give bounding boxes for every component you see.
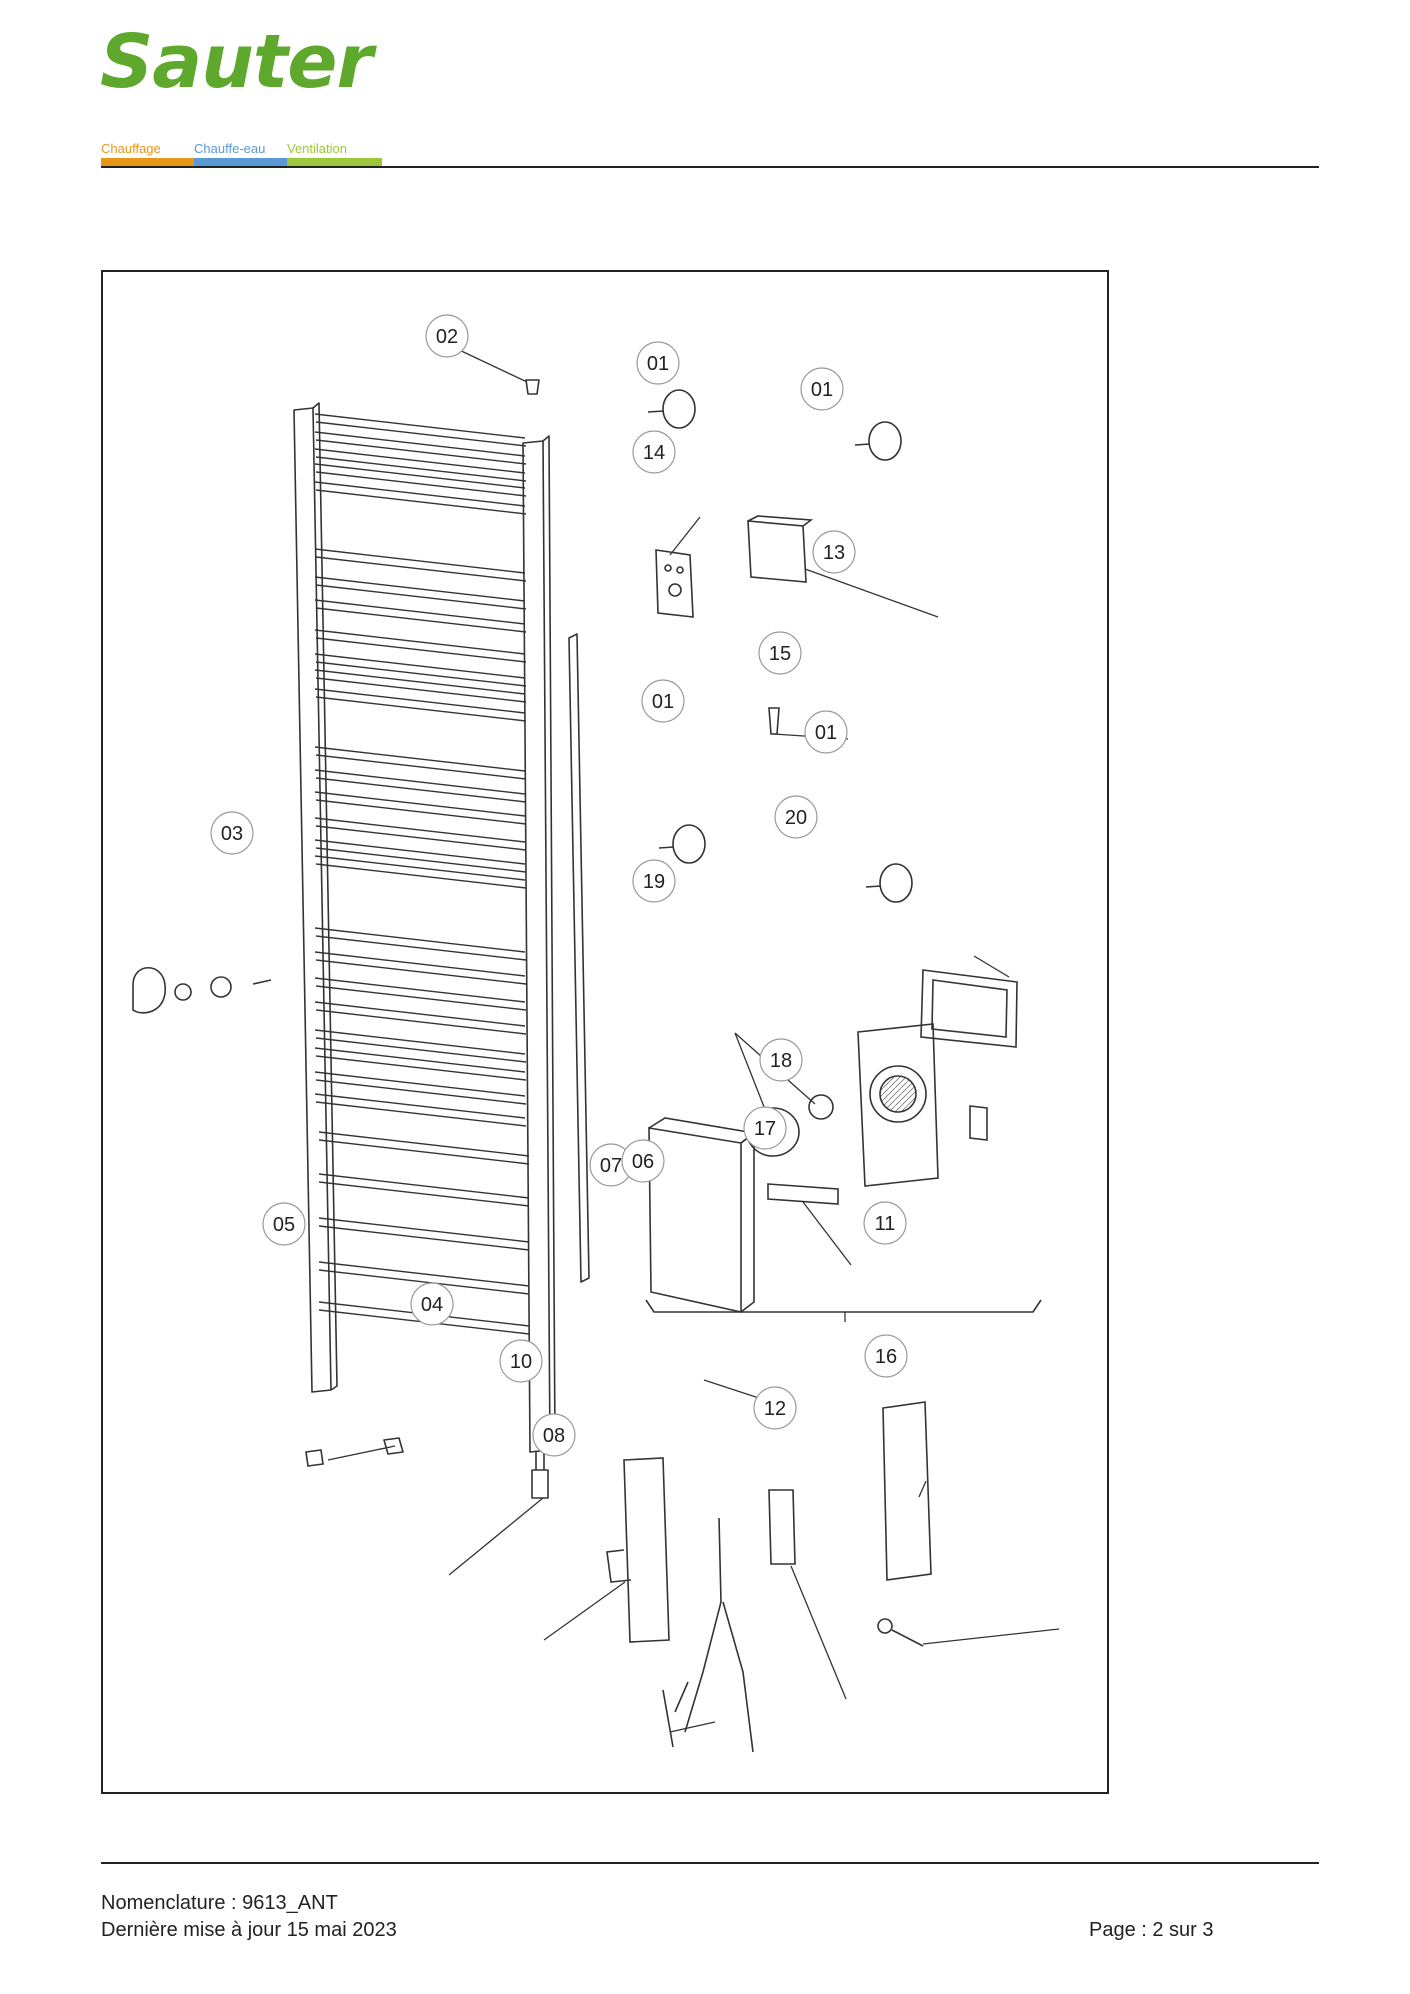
header-rule — [101, 166, 1319, 168]
svg-text:07: 07 — [600, 1155, 622, 1177]
svg-text:03: 03 — [221, 823, 243, 845]
footer-rule — [101, 1862, 1319, 1864]
svg-text:13: 13 — [823, 542, 845, 564]
svg-text:20: 20 — [785, 807, 807, 829]
radiator-bottom-connector — [531, 1452, 549, 1499]
category-chauffe-eau: Chauffe-eau — [194, 141, 266, 156]
svg-text:04: 04 — [421, 1294, 443, 1316]
diagram-drawing: 02 01 01 14 13 15 01 01 20 03 19 18 17 07 06 05 11 04 10 16… — [132, 314, 1060, 1753]
callout-01: 01 — [636, 341, 680, 385]
callout-17: 17 — [743, 1106, 787, 1150]
callout-07: 07 — [589, 1143, 633, 1187]
electronics-parts — [132, 515, 1042, 1753]
svg-text:15: 15 — [769, 643, 791, 665]
callout-02: 02 — [425, 314, 469, 358]
svg-text:01: 01 — [811, 379, 833, 401]
svg-text:11: 11 — [875, 1213, 896, 1235]
radiator-rails — [314, 413, 530, 1335]
foot-bracket — [383, 1437, 404, 1455]
callout-13: 13 — [812, 530, 856, 574]
callout-20: 20 — [774, 795, 818, 839]
footer-nomenclature: Nomenclature : 9613_ANT — [101, 1892, 338, 1914]
category-bar-ventilation — [287, 158, 382, 166]
svg-text:06: 06 — [632, 1151, 654, 1173]
category-bar-chauffage — [101, 158, 194, 166]
callout-01: 01 — [804, 710, 848, 754]
callout-layer: 02 01 01 14 13 15 01 01 20 03 19 18 17 07 06 05 11 04 10 16… — [210, 314, 908, 1457]
radiator-right-post — [522, 440, 551, 1453]
svg-text:19: 19 — [643, 871, 665, 893]
top-cap — [525, 379, 540, 395]
side-strip — [568, 633, 590, 1283]
svg-text:14: 14 — [643, 442, 665, 464]
svg-text:01: 01 — [815, 722, 837, 744]
callout-04: 04 — [410, 1282, 454, 1326]
sauter-logo: Sauter — [100, 19, 373, 105]
callout-05: 05 — [262, 1202, 306, 1246]
callout-01: 01 — [641, 679, 685, 723]
callout-15: 15 — [758, 631, 802, 675]
category-ventilation: Ventilation — [287, 141, 347, 156]
callout-12: 12 — [753, 1386, 797, 1430]
svg-text:01: 01 — [652, 691, 674, 713]
svg-text:18: 18 — [770, 1050, 792, 1072]
radiator-left-post — [293, 407, 332, 1393]
svg-text:12: 12 — [764, 1398, 786, 1420]
svg-text:01: 01 — [647, 353, 669, 375]
svg-text:17: 17 — [754, 1118, 776, 1140]
svg-text:16: 16 — [875, 1346, 897, 1368]
svg-text:08: 08 — [543, 1425, 565, 1447]
footer-last-updated: Dernière mise à jour 15 mai 2023 — [101, 1919, 397, 1941]
callout-03: 03 — [210, 811, 254, 855]
callout-14: 14 — [632, 430, 676, 474]
category-bar-chauffe-eau — [194, 158, 287, 166]
footer-page-number: Page : 2 sur 3 — [1089, 1919, 1214, 1941]
svg-text:05: 05 — [273, 1214, 295, 1236]
callout-16: 16 — [864, 1334, 908, 1378]
category-chauffage: Chauffage — [101, 141, 161, 156]
callout-11: 11 — [863, 1201, 907, 1245]
mounting-knobs — [647, 389, 913, 903]
callout-08: 08 — [532, 1413, 576, 1457]
callout-18: 18 — [759, 1038, 803, 1082]
callout-10: 10 — [499, 1339, 543, 1383]
callout-06: 06 — [621, 1139, 665, 1183]
callout-19: 19 — [632, 859, 676, 903]
svg-text:02: 02 — [436, 326, 458, 348]
exploded-parts-diagram: 02 01 01 14 13 15 01 01 20 03 19 18 17 07 06 05 11 04 10 16… — [101, 270, 1109, 1794]
callout-01: 01 — [800, 367, 844, 411]
svg-text:10: 10 — [510, 1351, 532, 1373]
